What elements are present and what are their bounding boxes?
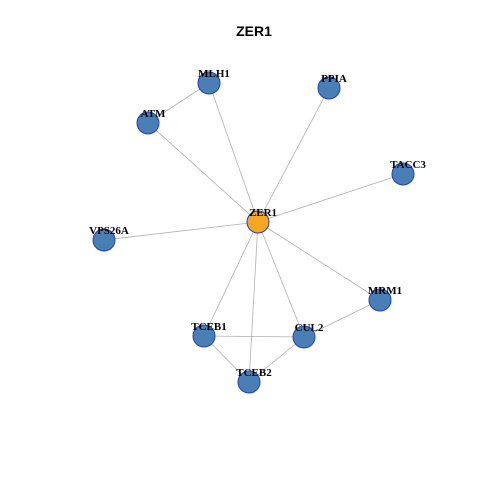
node-circle-vps26a [92,228,116,252]
node-label-mlh1: MLH1 [198,68,230,80]
node-label-vps26a: VPS26A [89,225,129,237]
node-mlh1: MLH1 [197,68,230,95]
node-circle-mlh1 [197,71,221,95]
node-label-zer1: ZER1 [249,207,277,219]
diagram-title: ZER1 [236,23,272,39]
node-label-atm: ATM [141,108,166,120]
node-label-ppia: PPIA [321,73,347,85]
node-vps26a: VPS26A [89,225,129,252]
node-label-tacc3: TACC3 [390,159,426,171]
edge-zer1-tacc3 [257,173,404,223]
node-label-tceb1: TCEB1 [191,321,226,333]
edge-cul2-tceb2 [248,336,305,383]
edge-tceb1-cul2 [203,335,305,338]
edge-cul2-mrm1 [303,299,381,338]
node-circle-cul2 [292,325,316,349]
node-circle-mrm1 [368,288,392,312]
edge-zer1-tceb2 [248,221,259,383]
node-mrm1: MRM1 [368,285,402,312]
node-circle-tacc3 [391,162,415,186]
edge-zer1-vps26a [103,221,259,241]
node-label-tceb2: TCEB2 [236,367,272,379]
node-label-cul2: CUL2 [295,322,324,334]
node-label-mrm1: MRM1 [368,285,402,297]
node-tceb1: TCEB1 [191,321,227,348]
node-cul2: CUL2 [292,322,324,349]
node-zer1: ZER1 [246,207,277,234]
edge-zer1-mlh1 [208,82,259,223]
edge-zer1-atm [147,122,259,223]
node-circle-tceb2 [237,370,261,394]
edge-zer1-mrm1 [257,221,381,301]
node-ppia: PPIA [317,73,347,100]
node-tacc3: TACC3 [390,159,426,186]
edge-zer1-tceb1 [203,221,259,337]
edge-atm-mlh1 [147,82,210,124]
node-atm: ATM [136,108,166,135]
node-circle-ppia [317,76,341,100]
node-circle-atm [136,111,160,135]
node-circle-zer1 [246,210,270,234]
edge-zer1-cul2 [257,221,305,338]
node-circle-tceb1 [192,324,216,348]
node-tceb2: TCEB2 [236,367,272,394]
edge-zer1-ppia [257,87,330,223]
